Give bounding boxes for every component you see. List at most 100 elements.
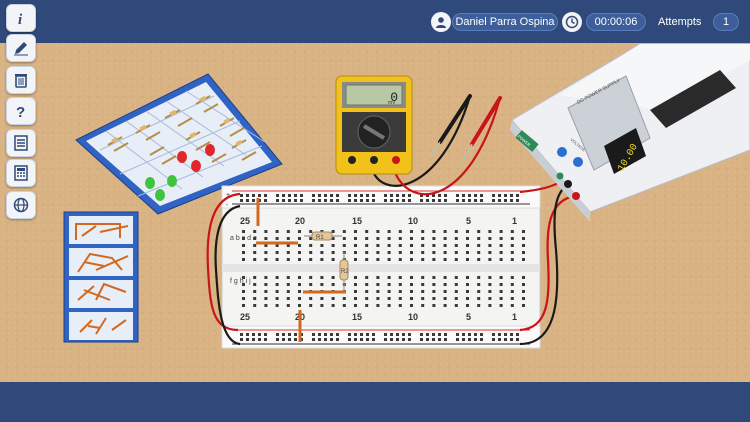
breadboard-hole[interactable] xyxy=(288,194,291,197)
breadboard-hole[interactable] xyxy=(468,333,471,336)
breadboard-hole[interactable] xyxy=(432,237,436,240)
breadboard-hole[interactable] xyxy=(336,333,339,336)
breadboard-hole[interactable] xyxy=(348,199,351,202)
breadboard-hole[interactable] xyxy=(499,237,503,240)
breadboard-hole[interactable] xyxy=(309,251,313,254)
breadboard-hole[interactable] xyxy=(390,338,393,341)
breadboard-hole[interactable] xyxy=(410,230,413,233)
breadboard-hole[interactable] xyxy=(387,290,391,293)
breadboard-hole[interactable] xyxy=(253,304,257,307)
breadboard-hole[interactable] xyxy=(499,290,503,293)
breadboard-hole[interactable] xyxy=(498,333,501,336)
breadboard-hole[interactable] xyxy=(253,230,257,233)
breadboard-hole[interactable] xyxy=(286,297,290,300)
breadboard-hole[interactable] xyxy=(246,338,249,341)
breadboard-hole[interactable] xyxy=(320,276,324,279)
breadboard-hole[interactable] xyxy=(522,297,525,300)
breadboard-hole[interactable] xyxy=(360,194,363,197)
breadboard-hole[interactable] xyxy=(282,194,285,197)
breadboard-hole[interactable] xyxy=(432,304,436,307)
breadboard-hole[interactable] xyxy=(354,258,357,261)
breadboard-hole[interactable] xyxy=(376,304,380,307)
breadboard-hole[interactable] xyxy=(320,258,324,261)
breadboard-hole[interactable] xyxy=(510,304,514,307)
breadboard-hole[interactable] xyxy=(402,333,405,336)
breadboard-hole[interactable] xyxy=(264,276,268,279)
breadboard[interactable]: + - 25 20 15 10 5 1 25 20 15 10 5 1 a b … xyxy=(221,185,541,349)
breadboard-hole[interactable] xyxy=(432,230,436,233)
breadboard-hole[interactable] xyxy=(365,251,369,254)
breadboard-hole[interactable] xyxy=(492,199,495,202)
breadboard-hole[interactable] xyxy=(331,244,335,247)
breadboard-hole[interactable] xyxy=(366,199,369,202)
breadboard-hole[interactable] xyxy=(426,333,429,336)
breadboard-hole[interactable] xyxy=(432,297,436,300)
breadboard-hole[interactable] xyxy=(298,237,301,240)
breadboard-hole[interactable] xyxy=(286,304,290,307)
breadboard-hole[interactable] xyxy=(320,304,324,307)
breadboard-hole[interactable] xyxy=(258,338,261,341)
breadboard-hole[interactable] xyxy=(432,333,435,336)
breadboard-hole[interactable] xyxy=(354,283,357,286)
breadboard-hole[interactable] xyxy=(342,244,346,247)
help-button[interactable]: ? xyxy=(6,97,36,125)
breadboard-hole[interactable] xyxy=(480,194,483,197)
breadboard-hole[interactable] xyxy=(477,276,481,279)
breadboard-hole[interactable] xyxy=(286,251,290,254)
breadboard-hole[interactable] xyxy=(477,297,481,300)
breadboard-hole[interactable] xyxy=(516,194,519,197)
breadboard-hole[interactable] xyxy=(462,338,465,341)
breadboard-hole[interactable] xyxy=(426,199,429,202)
breadboard-hole[interactable] xyxy=(376,230,380,233)
breadboard-hole[interactable] xyxy=(258,194,261,197)
breadboard-hole[interactable] xyxy=(242,258,245,261)
breadboard-hole[interactable] xyxy=(444,199,447,202)
breadboard-hole[interactable] xyxy=(275,251,279,254)
breadboard-hole[interactable] xyxy=(376,237,380,240)
breadboard-hole[interactable] xyxy=(354,237,357,240)
breadboard-hole[interactable] xyxy=(408,333,411,336)
breadboard-hole[interactable] xyxy=(477,304,481,307)
breadboard-hole[interactable] xyxy=(462,199,465,202)
breadboard-hole[interactable] xyxy=(253,244,257,247)
breadboard-hole[interactable] xyxy=(264,283,268,286)
breadboard-hole[interactable] xyxy=(264,290,268,293)
breadboard-hole[interactable] xyxy=(480,333,483,336)
breadboard-hole[interactable] xyxy=(286,258,290,261)
breadboard-hole[interactable] xyxy=(408,338,411,341)
breadboard-hole[interactable] xyxy=(294,199,297,202)
breadboard-hole[interactable] xyxy=(421,304,425,307)
breadboard-hole[interactable] xyxy=(468,194,471,197)
breadboard-hole[interactable] xyxy=(365,283,369,286)
breadboard-hole[interactable] xyxy=(443,244,447,247)
breadboard-hole[interactable] xyxy=(309,297,313,300)
breadboard-hole[interactable] xyxy=(240,338,243,341)
breadboard-hole[interactable] xyxy=(331,297,335,300)
breadboard-hole[interactable] xyxy=(510,276,514,279)
breadboard-hole[interactable] xyxy=(454,304,458,307)
breadboard-hole[interactable] xyxy=(365,304,369,307)
breadboard-hole[interactable] xyxy=(331,304,335,307)
breadboard-hole[interactable] xyxy=(396,194,399,197)
breadboard-hole[interactable] xyxy=(387,230,391,233)
breadboard-hole[interactable] xyxy=(488,276,492,279)
breadboard-hole[interactable] xyxy=(330,338,333,341)
breadboard-hole[interactable] xyxy=(396,199,399,202)
breadboard-hole[interactable] xyxy=(477,258,481,261)
breadboard-hole[interactable] xyxy=(365,258,369,261)
breadboard-hole[interactable] xyxy=(342,304,346,307)
breadboard-hole[interactable] xyxy=(360,333,363,336)
breadboard-hole[interactable] xyxy=(510,258,514,261)
breadboard-hole[interactable] xyxy=(376,297,380,300)
breadboard-hole[interactable] xyxy=(510,283,514,286)
breadboard-hole[interactable] xyxy=(522,276,525,279)
breadboard-hole[interactable] xyxy=(421,276,425,279)
breadboard-hole[interactable] xyxy=(454,237,458,240)
breadboard-hole[interactable] xyxy=(398,297,402,300)
breadboard-hole[interactable] xyxy=(402,338,405,341)
breadboard-hole[interactable] xyxy=(275,258,279,261)
breadboard-hole[interactable] xyxy=(246,194,249,197)
breadboard-hole[interactable] xyxy=(264,230,268,233)
ground-terminal[interactable] xyxy=(556,172,564,180)
voltage-knob[interactable] xyxy=(557,147,567,157)
